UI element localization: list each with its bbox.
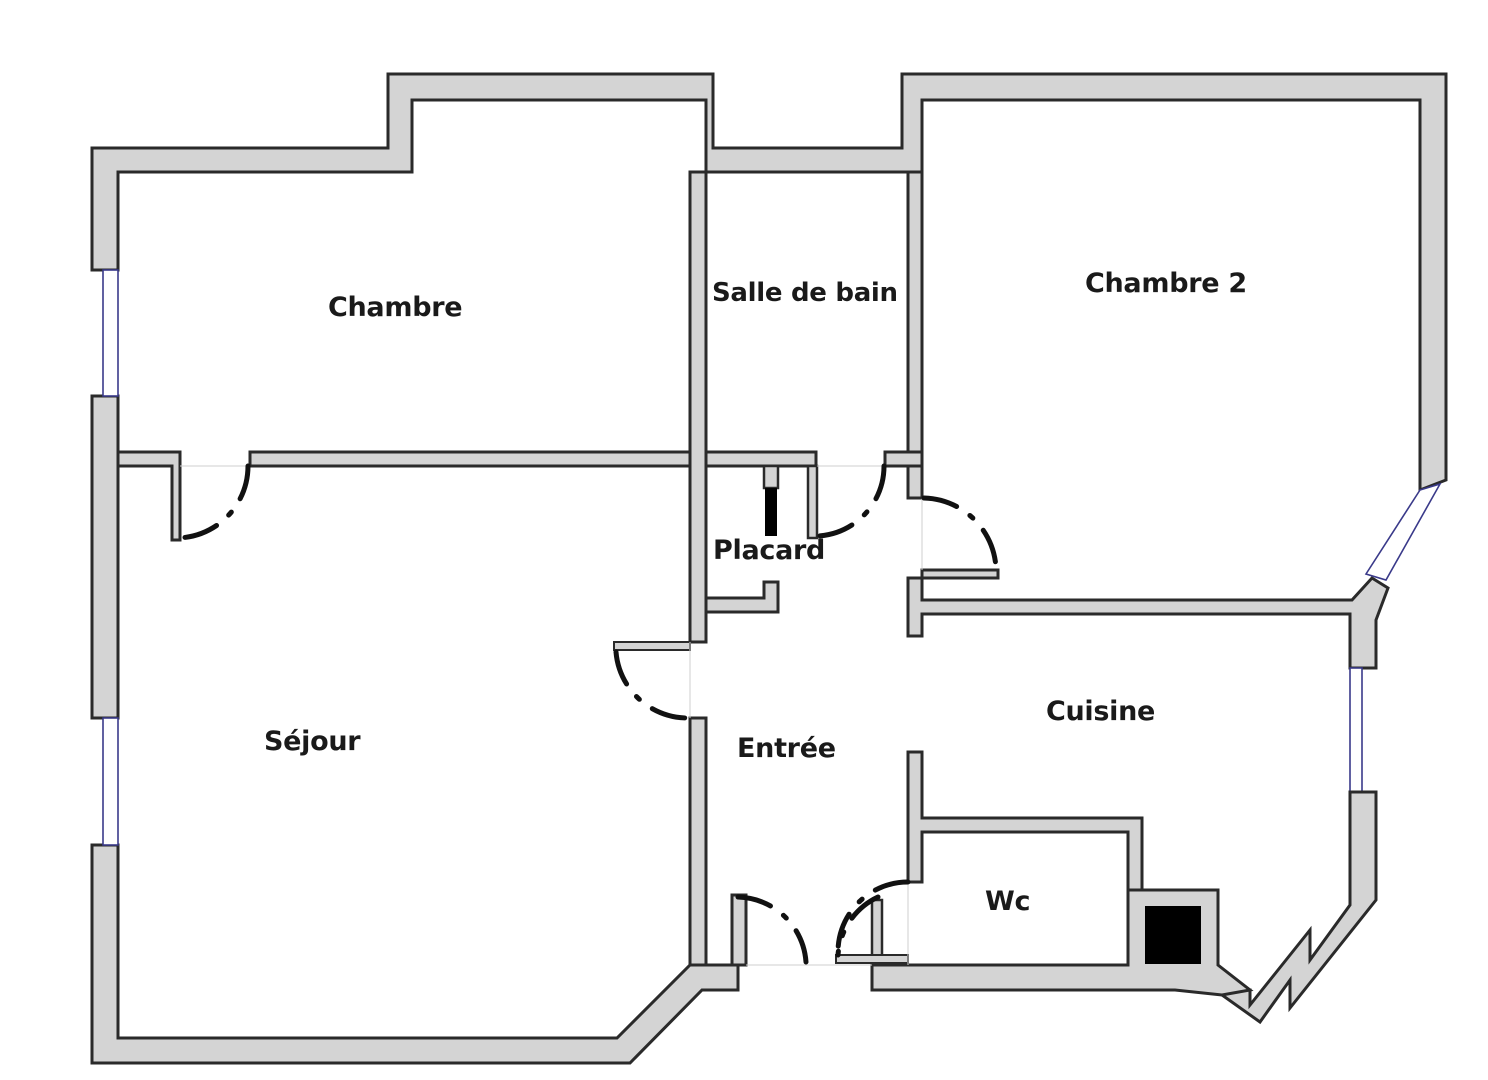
wall-placard-right (806, 464, 819, 540)
door-swing-sejour-entree (613, 649, 691, 721)
door-swing-sdb (815, 463, 887, 539)
wall-entree-stub (730, 893, 748, 967)
wall-vertical-center-upper (688, 170, 708, 644)
door-swing-entrance-left (735, 894, 809, 965)
room-label-entree: Entrée (737, 733, 836, 764)
room-label-placard: Placard (713, 535, 826, 566)
chimney-block (1145, 906, 1201, 964)
room-label-salle-de-bain: Salle de bain (712, 278, 898, 308)
room-label-sejour: Séjour (264, 726, 361, 757)
door-swing-chambre2 (921, 495, 999, 571)
wall-left-mid (90, 394, 120, 720)
wall-sdb-bottom-right (883, 450, 924, 468)
wall-placard-bottom (704, 580, 780, 614)
wall-chambre-sejour-right (248, 450, 692, 468)
wall-chambre-sejour (116, 450, 182, 542)
room-label-cuisine: Cuisine (1046, 696, 1156, 727)
wall-sejour-bottom (90, 843, 740, 1065)
door-swing-wc (835, 879, 911, 955)
window-sejour (102, 717, 119, 846)
door-leaf-wc (835, 954, 909, 964)
room-label-chambre: Chambre (328, 292, 463, 323)
wall-chambre2-left (906, 464, 924, 500)
wall-chambre-top (90, 72, 1448, 493)
wall-placard-stub (762, 464, 780, 490)
wall-vertical-center-lower (688, 716, 708, 967)
door-leaf-sejour (613, 641, 691, 651)
wall-chambre2-door-leaf (920, 568, 1000, 580)
door-swing-chambre (173, 463, 251, 541)
wall-sdb-chambre2 (906, 170, 924, 470)
wall-chambre2-bottom (906, 576, 1390, 670)
room-label-wc: Wc (985, 886, 1031, 917)
door-swing-entrance-right (835, 894, 881, 958)
window-chambre2 (1364, 482, 1442, 581)
wall-wc-top (906, 750, 1144, 892)
placard-divider (765, 488, 777, 536)
room-label-chambre-2: Chambre 2 (1085, 268, 1247, 299)
wall-sdb-bottom (704, 450, 818, 468)
window-cuisine (1349, 667, 1363, 793)
window-chambre (102, 269, 119, 397)
